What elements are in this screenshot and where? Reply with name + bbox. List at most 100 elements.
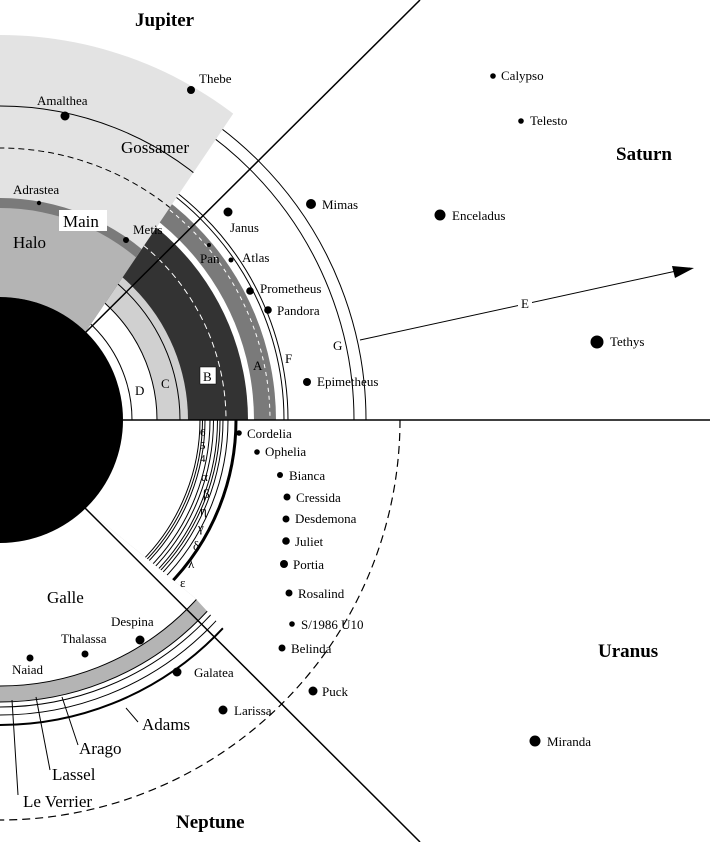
uranus-ring-4-label: 4 xyxy=(200,453,206,465)
saturn-ring-f-label: F xyxy=(285,351,292,366)
halo-label: Halo xyxy=(13,233,46,252)
divider-jupiter-saturn xyxy=(84,0,421,334)
adams-leader-line xyxy=(125,707,139,723)
galle-label: Galle xyxy=(47,588,84,607)
belinda-dot xyxy=(278,644,286,652)
galatea-label: Galatea xyxy=(194,665,234,680)
galatea-dot xyxy=(172,667,182,677)
portia-dot xyxy=(280,560,288,568)
b-label-background xyxy=(199,366,217,385)
uranus-ring-alpha-label: α xyxy=(201,469,208,484)
e-label-background xyxy=(518,296,532,310)
prometheus-dot xyxy=(246,287,254,295)
adrastea-label: Adrastea xyxy=(13,182,59,197)
adrastea-dot xyxy=(36,200,42,206)
thalassa-label: Thalassa xyxy=(61,631,107,646)
ophelia-dot xyxy=(254,449,260,455)
neptune-quadrant xyxy=(0,420,401,821)
pan-dot xyxy=(207,243,211,247)
saturn-title: Saturn xyxy=(616,144,672,165)
leverrier-leader-line xyxy=(11,699,19,796)
leverrier-label: Le Verrier xyxy=(23,792,92,811)
bianca-dot xyxy=(277,472,283,478)
enceladus-dot xyxy=(434,209,446,221)
arrow-head-icon xyxy=(672,266,694,278)
uranus-ring-eta-label: η xyxy=(200,503,207,518)
atlas-label: Atlas xyxy=(242,250,269,265)
saturn-ring-e-label: E xyxy=(521,296,529,311)
puck-label: Puck xyxy=(322,684,349,699)
thebe-label: Thebe xyxy=(199,71,232,86)
s1986u10-label: S/1986 U10 xyxy=(301,617,363,632)
prometheus-label: Prometheus xyxy=(260,281,321,296)
calypso-dot xyxy=(490,73,496,79)
janus-dot xyxy=(223,207,233,217)
saturn-ring-c-label: C xyxy=(161,376,170,391)
miranda-label: Miranda xyxy=(547,734,591,749)
divider-uranus-neptune xyxy=(84,507,421,842)
ophelia-label: Ophelia xyxy=(265,444,306,459)
miranda-dot xyxy=(529,735,541,747)
enceladus-label: Enceladus xyxy=(452,208,505,223)
janus-label: Janus xyxy=(230,220,259,235)
larissa-label: Larissa xyxy=(234,703,272,718)
calypso-label: Calypso xyxy=(501,68,544,83)
juliet-dot xyxy=(282,537,290,545)
juliet-label: Juliet xyxy=(295,534,324,549)
bianca-label: Bianca xyxy=(289,468,325,483)
thebe-dot xyxy=(187,86,195,94)
main-label-background xyxy=(59,210,107,231)
metis-label: Metis xyxy=(133,222,163,237)
saturn-ring-a-label: A xyxy=(253,358,263,373)
telesto-dot xyxy=(518,118,524,124)
pan-label: Pan xyxy=(200,251,220,266)
pandora-label: Pandora xyxy=(277,303,320,318)
main-label: Main xyxy=(63,212,99,231)
saturn-ring-g-label: G xyxy=(333,338,342,353)
uranus-ring-delta-label: δ xyxy=(193,538,199,553)
thalassa-dot xyxy=(81,650,89,658)
epimetheus-dot xyxy=(303,378,311,386)
despina-label: Despina xyxy=(111,614,154,629)
amalthea-dot xyxy=(60,111,70,121)
mimas-dot xyxy=(306,199,316,209)
cressida-label: Cressida xyxy=(296,490,341,505)
cressida-dot xyxy=(283,493,291,501)
desdemona-dot xyxy=(282,515,290,523)
rosalind-dot xyxy=(285,589,293,597)
naiad-label: Naiad xyxy=(12,662,44,677)
pandora-dot xyxy=(264,306,272,314)
cordelia-dot xyxy=(236,430,242,436)
saturn-ring-d-label: D xyxy=(135,383,144,398)
s1986u10-dot xyxy=(289,621,295,627)
uranus-ring-epsilon-label: ε xyxy=(180,575,186,590)
jupiter-title: Jupiter xyxy=(135,10,195,31)
lassel-label: Lassel xyxy=(52,765,96,784)
mimas-label: Mimas xyxy=(322,197,358,212)
tethys-label: Tethys xyxy=(610,334,644,349)
arago-label: Arago xyxy=(79,739,121,758)
atlas-dot xyxy=(228,257,234,263)
uranus-ring-beta-label: β xyxy=(203,486,210,501)
portia-label: Portia xyxy=(293,557,324,572)
amalthea-label: Amalthea xyxy=(37,93,88,108)
uranus-ring-lambda-label: λ xyxy=(188,556,195,571)
arago-leader-line xyxy=(61,696,79,746)
uranus-title: Uranus xyxy=(598,641,658,662)
rosalind-label: Rosalind xyxy=(298,586,345,601)
desdemona-label: Desdemona xyxy=(295,511,357,526)
metis-dot xyxy=(123,237,129,243)
saturn-ring-b-label: B xyxy=(203,369,212,384)
gossamer-label: Gossamer xyxy=(121,138,189,157)
uranus-ring-gamma-label: γ xyxy=(197,520,204,535)
telesto-label: Telesto xyxy=(530,113,567,128)
lassel-leader-line xyxy=(35,696,51,771)
tethys-dot xyxy=(590,335,604,349)
neptune-inner-clear xyxy=(0,420,266,686)
larissa-dot xyxy=(218,705,228,715)
puck-dot xyxy=(308,686,318,696)
uranus-ring-6-label: 6 xyxy=(200,427,206,439)
cordelia-label: Cordelia xyxy=(247,426,292,441)
planet-disk xyxy=(0,297,123,543)
